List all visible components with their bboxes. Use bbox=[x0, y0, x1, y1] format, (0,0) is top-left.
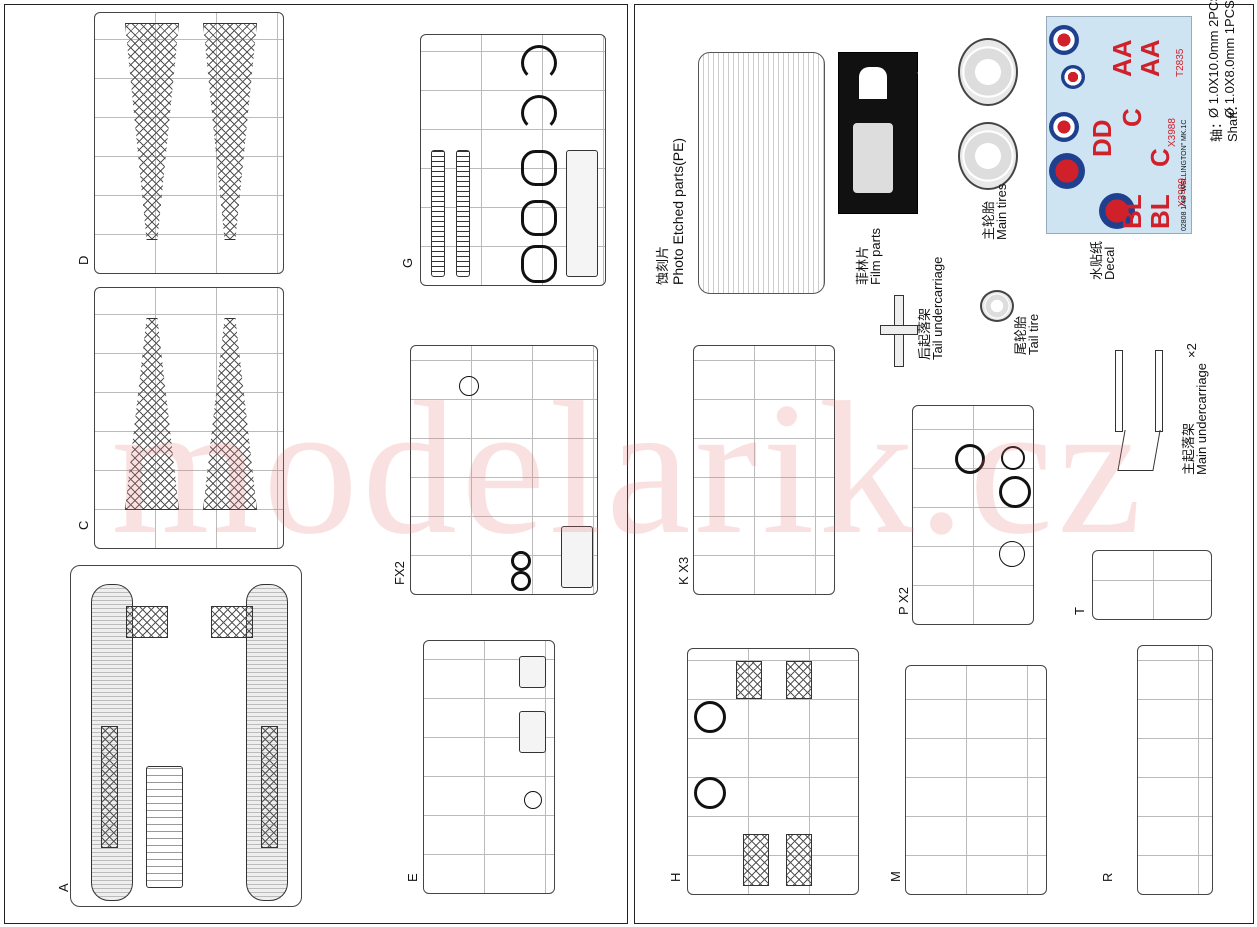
sprue-t bbox=[1092, 550, 1212, 620]
decal-code-c-2: C bbox=[1145, 148, 1175, 167]
sprue-g-canopy-frame-3 bbox=[521, 150, 557, 186]
sprue-fx2-ring bbox=[459, 376, 479, 396]
sprue-fx2-large-part bbox=[561, 526, 593, 588]
decal-code-dd: DD bbox=[1087, 119, 1117, 157]
sprue-d-wing-right bbox=[203, 23, 257, 240]
decal-label-en: Decal bbox=[1102, 246, 1117, 280]
sprue-h-panel-2 bbox=[786, 661, 812, 699]
decal-roundel-2 bbox=[1049, 112, 1079, 142]
sprue-h bbox=[687, 648, 859, 895]
decal-code-bl-1: BL bbox=[1117, 194, 1147, 229]
sprue-a-part-2 bbox=[146, 766, 183, 888]
sprue-h-panel-4 bbox=[786, 834, 812, 886]
sprue-g-part-strip-1 bbox=[431, 150, 445, 277]
main-undercarriage-qty: ×2 bbox=[1184, 343, 1199, 358]
sprue-e-part-1 bbox=[519, 656, 546, 688]
sprue-g-label: G bbox=[400, 257, 415, 268]
film-sheet: 02808 1:48 "WELLINGTON" Mk.1C bbox=[838, 52, 928, 214]
sprue-px2-ring-3 bbox=[999, 476, 1031, 508]
sprue-fx2 bbox=[410, 345, 598, 595]
sprue-px2-ring-4 bbox=[999, 541, 1025, 567]
main-tires-label-en: Main tires bbox=[994, 183, 1009, 240]
sprue-fx2-wheel-2 bbox=[511, 571, 531, 591]
decal-serial-3: T2835 bbox=[1175, 48, 1186, 77]
sprue-a bbox=[70, 565, 302, 907]
sprue-g-canopy-frame-1 bbox=[521, 45, 557, 81]
sprue-fx2-wheel-1 bbox=[511, 551, 531, 571]
sprue-a-geodetic-strip-1 bbox=[101, 726, 118, 848]
sprue-h-ring-2 bbox=[694, 777, 726, 809]
tail-tire bbox=[980, 290, 1014, 322]
sprue-d-wing-left bbox=[125, 23, 179, 240]
sprue-e-part-2 bbox=[519, 711, 546, 753]
shaft-line1: Ø 1.0X10.0mm 2PCS bbox=[1206, 0, 1221, 118]
sprue-c-wing-right bbox=[203, 318, 257, 510]
main-undercarriage-drawing bbox=[1115, 350, 1165, 485]
decal-roundel-3 bbox=[1049, 153, 1085, 189]
decal-serial-1: X3988 bbox=[1167, 118, 1178, 147]
sprue-g-panel bbox=[566, 150, 598, 277]
sprue-r bbox=[1137, 645, 1213, 895]
sprue-g bbox=[420, 34, 606, 286]
sprue-a-geodetic-strip-2 bbox=[261, 726, 278, 848]
decal-roundel-5 bbox=[1061, 65, 1085, 89]
tail-tire-label-en: Tail tire bbox=[1026, 313, 1041, 355]
film-window-2 bbox=[853, 123, 893, 193]
sprue-g-canopy-frame-5 bbox=[521, 245, 557, 283]
sprue-t-label: T bbox=[1072, 607, 1087, 615]
decal-roundel-1 bbox=[1049, 25, 1079, 55]
pe-fret bbox=[698, 52, 825, 294]
sprue-g-canopy-frame-2 bbox=[521, 95, 557, 131]
sprue-h-panel-3 bbox=[743, 834, 769, 886]
sprue-h-panel-1 bbox=[736, 661, 762, 699]
sprue-d-label: D bbox=[76, 255, 91, 265]
sprue-px2-ring-2 bbox=[1001, 446, 1025, 470]
sprue-e-ring bbox=[524, 791, 542, 809]
sprue-e-label: E bbox=[405, 873, 420, 882]
decal-footer: 02808 1/48 "WELLINGTON" MK.1C bbox=[1181, 119, 1188, 231]
decal-code-aa-1: AA bbox=[1107, 39, 1137, 77]
sprue-fx2-label: FX2 bbox=[392, 561, 407, 585]
main-tire-2 bbox=[958, 122, 1018, 190]
decal-roundel-4 bbox=[1099, 193, 1135, 229]
decal-code-aa-2: AA bbox=[1135, 39, 1165, 77]
sprue-a-geodetic-panel-2 bbox=[211, 606, 253, 638]
tail-undercarriage-drawing bbox=[880, 295, 920, 367]
main-tire-1 bbox=[958, 38, 1018, 106]
sprue-r-label: R bbox=[1100, 872, 1115, 882]
sprue-px2-label: P X2 bbox=[896, 587, 911, 615]
sprue-c-wing-left bbox=[125, 318, 179, 510]
sprue-px2-ring-1 bbox=[955, 444, 985, 474]
decal-code-c-1: C bbox=[1117, 108, 1147, 127]
sprue-e bbox=[423, 640, 555, 894]
decal-code-bl-2: BL bbox=[1145, 194, 1175, 229]
sprue-g-canopy-frame-4 bbox=[521, 200, 557, 236]
sprue-m-label: M bbox=[888, 871, 903, 882]
sprue-kx3-label: K X3 bbox=[676, 556, 691, 585]
film-text: 02808 1:48 "WELLINGTON" Mk.1C bbox=[917, 53, 928, 211]
sprue-m bbox=[905, 665, 1047, 895]
sprue-h-label: H bbox=[668, 872, 683, 882]
sprue-d bbox=[94, 12, 284, 274]
sprue-g-part-strip-2 bbox=[456, 150, 470, 277]
sprue-c bbox=[94, 287, 284, 549]
pe-label-zh: 蚀刻片 bbox=[655, 245, 670, 285]
sprue-a-geodetic-panel-1 bbox=[126, 606, 168, 638]
shaft-line2: Ø 1.0X8.0mm 1PCS bbox=[1222, 0, 1237, 118]
film-window-1 bbox=[859, 67, 887, 99]
sprue-kx3 bbox=[693, 345, 835, 595]
sprue-px2 bbox=[912, 405, 1034, 625]
sprue-c-label: C bbox=[76, 520, 91, 530]
film-label-en: Film parts bbox=[868, 227, 883, 285]
tail-undercarriage-label-en: Tail undercarriage bbox=[930, 256, 945, 360]
sprue-a-label: A bbox=[56, 883, 71, 892]
main-undercarriage-label-en: Main undercarriage bbox=[1194, 362, 1209, 475]
sprue-h-ring-1 bbox=[694, 701, 726, 733]
decal-sheet: AA AA DD C BL BL C X3988 X3989 T2835 028… bbox=[1046, 16, 1192, 234]
pe-label-en: Photo Etched parts(PE) bbox=[670, 137, 686, 285]
